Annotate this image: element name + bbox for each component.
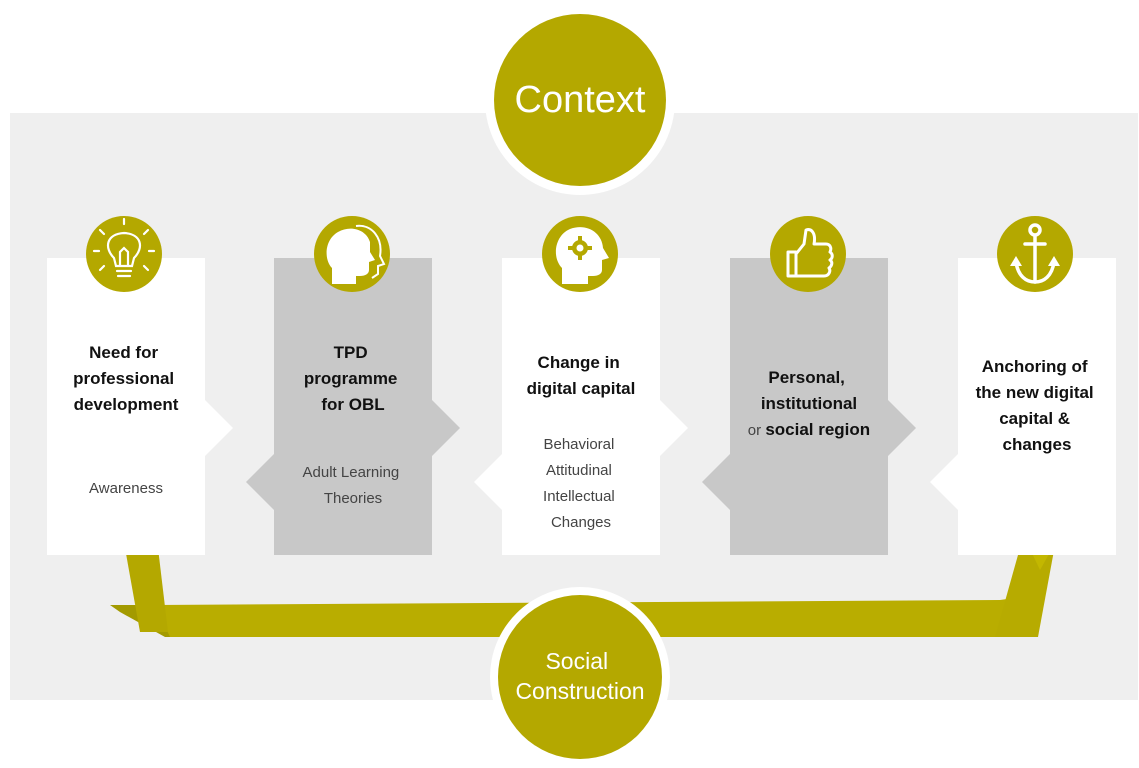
stage-3-title: Change in digital capital	[527, 353, 636, 398]
thumbs-up-icon	[770, 216, 846, 292]
stage-card-5	[930, 258, 1116, 555]
anchor-icon	[997, 216, 1073, 292]
head-profile-icon	[314, 216, 390, 292]
stage-card-1	[47, 258, 233, 555]
stage-5-title: Anchoring of the new digital capital & c…	[976, 357, 1099, 454]
context-label: Context	[515, 79, 646, 121]
stage-card-4	[702, 258, 916, 555]
context-circle: Context	[485, 5, 675, 195]
social-construction-label: Social Construction	[515, 648, 644, 704]
social-construction-circle: Social Construction	[490, 587, 670, 767]
stage-1-title: Need for professional development	[73, 343, 179, 414]
head-gear-icon	[542, 216, 618, 292]
stage-1-subtitle: Awareness	[89, 480, 163, 497]
stage-card-2	[246, 258, 460, 555]
stage-4-title-line3: or social region	[748, 420, 870, 439]
stage-2-title: TPD programme for OBL	[304, 343, 402, 414]
stage-4-title: Personal, institutional	[761, 368, 857, 413]
lightbulb-icon	[86, 216, 162, 292]
stage-card-3	[474, 258, 688, 555]
stage-3-subtitle: Behavioral Attitudinal Intellectual Chan…	[543, 436, 619, 531]
stage-2-subtitle: Adult Learning Theories	[303, 464, 404, 507]
